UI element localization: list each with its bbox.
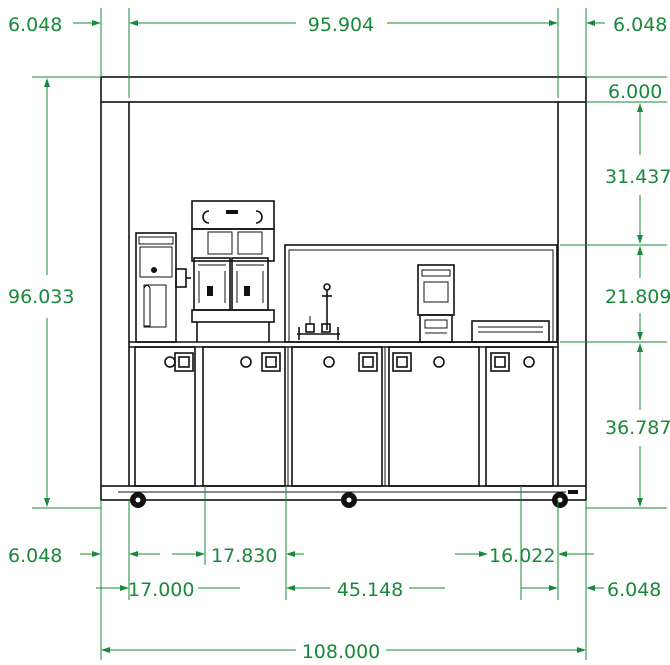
dim-left-cabinet-width: 17.000 (128, 579, 194, 601)
dim-counter-height: 36.787 (605, 417, 670, 439)
warming-tray (471, 320, 550, 343)
dim-top-rail-height: 6.000 (608, 81, 662, 103)
espresso-machine (417, 264, 455, 343)
dispenser (135, 232, 191, 343)
dim-caster-to-divider: 17.830 (211, 545, 277, 567)
dim-overall-width: 108.000 (302, 641, 381, 663)
faucet (297, 283, 340, 340)
dim-top-width: 95.904 (308, 14, 374, 36)
dim-upper-clearance: 31.437 (605, 166, 670, 188)
dim-backsplash-height: 21.809 (605, 286, 670, 308)
dimension-lines (32, 8, 667, 660)
dim-total-height: 96.033 (8, 286, 74, 308)
casters (130, 492, 568, 508)
dim-right-cabinet-width: 16.022 (489, 545, 555, 567)
cart-frame (100, 76, 587, 486)
dim-right-offset-top: 6.048 (613, 14, 667, 36)
dim-center-span: 45.148 (337, 579, 403, 601)
cabinets (134, 346, 554, 487)
cabinet-outlets (164, 352, 535, 372)
dim-left-offset-bottom: 6.048 (8, 545, 62, 567)
coffee-brewer (191, 200, 275, 342)
dim-left-offset-top: 6.048 (8, 14, 62, 36)
dim-right-offset-bottom: 6.048 (607, 579, 661, 601)
